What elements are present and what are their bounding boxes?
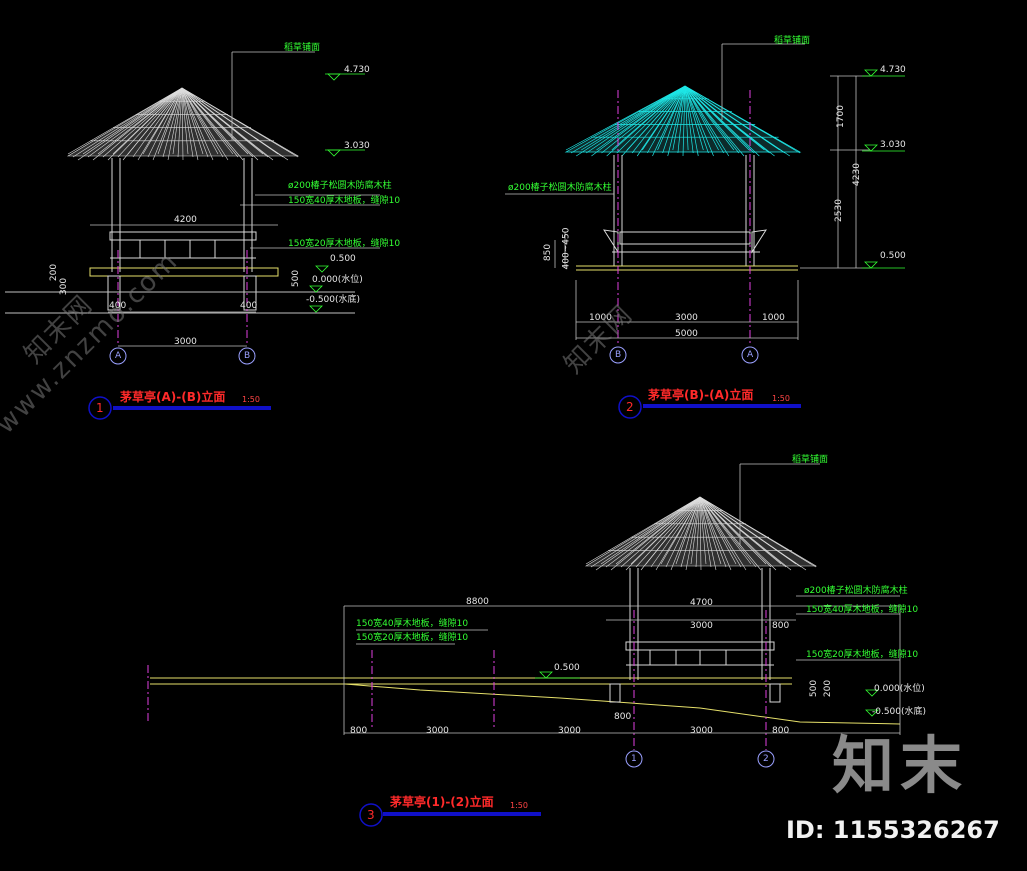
view-3-floor-bottom-left-note: 150宽20厚木地板，缝隙10	[356, 633, 469, 643]
view-3-dim-deck: 4700	[690, 598, 713, 608]
view-3-dim-right: 800	[772, 726, 790, 736]
view-3-floor-bottom-right-note: 150宽20厚木地板，缝隙10	[806, 650, 919, 660]
view-2-dim-seat-b: 400~450	[561, 227, 572, 270]
view-3-floor-top-right-note: 150宽40厚木地板，缝隙10	[806, 605, 919, 615]
view-1-level-deck: 0.500	[330, 254, 356, 264]
view-1-dim-side-b: 300	[59, 277, 70, 296]
view-2-dim-seat-a: 850	[543, 243, 554, 262]
view-3-dim-span-b: 3000	[558, 726, 581, 736]
view-1-dim-side-a: 200	[49, 263, 60, 282]
view-2-dim-right: 1000	[762, 313, 785, 323]
view-3-scale: 1:50	[510, 801, 528, 810]
view-1-level-top: 4.730	[344, 65, 370, 75]
view-1-railing	[109, 231, 257, 259]
view-3-dim-inner: 3000	[690, 621, 713, 631]
view-1-title: 茅草亭(A)-(B)立面	[120, 390, 226, 404]
view-1-level-bottom: -0.500(水底)	[306, 295, 361, 305]
view-2-axis-a: A	[747, 350, 754, 360]
view-2-scale: 1:50	[772, 394, 790, 403]
view-2-dim-middle: 3000	[675, 313, 698, 323]
view-1-dim-side-c: 500	[291, 269, 302, 288]
view-2-roof	[564, 85, 802, 157]
view-2-dim-h-total: 4230	[851, 163, 862, 186]
view-3-dim-span-c: 3000	[690, 726, 713, 736]
view-3-dim-h-b: 200	[823, 679, 834, 698]
view-3-dim-total: 8800	[466, 597, 489, 607]
view-3-columns	[629, 568, 771, 680]
view-3-roof-note: 稻草铺面	[792, 455, 829, 465]
drawing-id: ID: 1155326267	[786, 816, 1000, 844]
view-3-dim-post: 800	[772, 621, 790, 631]
view-1-level-eave: 3.030	[344, 141, 370, 151]
view-2-columns	[613, 155, 755, 266]
view-3-boardwalk	[150, 677, 901, 725]
view-3-level-deck: 0.500	[554, 663, 580, 673]
view-2-number: 2	[626, 400, 634, 414]
view-2-dim-h-mid: 2530	[833, 199, 844, 222]
view-1-number: 1	[96, 401, 104, 415]
view-3-elevation	[147, 463, 901, 827]
view-2-dim-left: 1000	[589, 313, 612, 323]
view-1-roof	[66, 87, 300, 161]
view-1-dim-deck: 4200	[174, 215, 197, 225]
view-3-column-note: ø200椿子松圆木防腐木柱	[804, 586, 908, 596]
view-1-scale: 1:50	[242, 395, 260, 404]
view-2-dim-total: 5000	[675, 329, 698, 339]
view-3-number: 3	[367, 808, 375, 822]
view-3-axis-1: 1	[631, 754, 637, 764]
view-1-floor-bottom-note: 150宽20厚木地板，缝隙10	[288, 239, 401, 249]
view-2-dim-h-top: 1700	[835, 105, 846, 128]
view-3-level-bottom: -0.500(水底)	[872, 707, 927, 717]
view-1-dim-pier-b: 400	[240, 301, 258, 311]
view-3-title: 茅草亭(1)-(2)立面	[390, 795, 494, 809]
view-3-dim-span-a: 3000	[426, 726, 449, 736]
view-1-column-note: ø200椿子松圆木防腐木柱	[288, 181, 392, 191]
view-1-axis-a: A	[115, 351, 122, 361]
view-3-railing	[625, 641, 775, 666]
view-2-axis-b: B	[615, 350, 622, 360]
view-1-columns	[111, 158, 253, 272]
view-2-level-top: 4.730	[880, 65, 906, 75]
view-1-level-water: 0.000(水位)	[312, 275, 363, 285]
view-3-floor-top-left-note: 150宽40厚木地板，缝隙10	[356, 619, 469, 629]
view-3-dim-h-a: 500	[809, 679, 820, 698]
view-2-level-eave: 3.030	[880, 140, 906, 150]
view-2-title: 茅草亭(B)-(A)立面	[648, 388, 754, 402]
view-1-axis-b: B	[244, 351, 251, 361]
view-2-column-note: ø200椿子松圆木防腐木柱	[508, 183, 612, 193]
view-1-dim-total: 3000	[174, 337, 197, 347]
view-3-roof	[584, 496, 818, 571]
brand-logo: 知末	[832, 729, 969, 802]
view-2-bench	[602, 229, 768, 254]
view-1-elevation	[5, 51, 380, 420]
view-1-floor-top-note: 150宽40厚木地板，缝隙10	[288, 196, 401, 206]
view-3-axis-2: 2	[763, 754, 769, 764]
view-3-dim-left: 800	[350, 726, 368, 736]
view-1-roof-note: 稻草铺面	[284, 43, 321, 53]
view-1-deck	[89, 267, 279, 311]
view-3-dim-post-b: 800	[614, 712, 632, 722]
view-1-dim-pier-a: 400	[109, 301, 127, 311]
view-2-roof-note: 稻草铺面	[774, 36, 811, 46]
view-1-level-marks	[309, 73, 365, 313]
view-2-deck	[576, 265, 798, 271]
view-2-level-deck: 0.500	[880, 251, 906, 261]
view-2-elevation	[505, 43, 905, 419]
view-3-level-water: 0.000(水位)	[874, 684, 925, 694]
